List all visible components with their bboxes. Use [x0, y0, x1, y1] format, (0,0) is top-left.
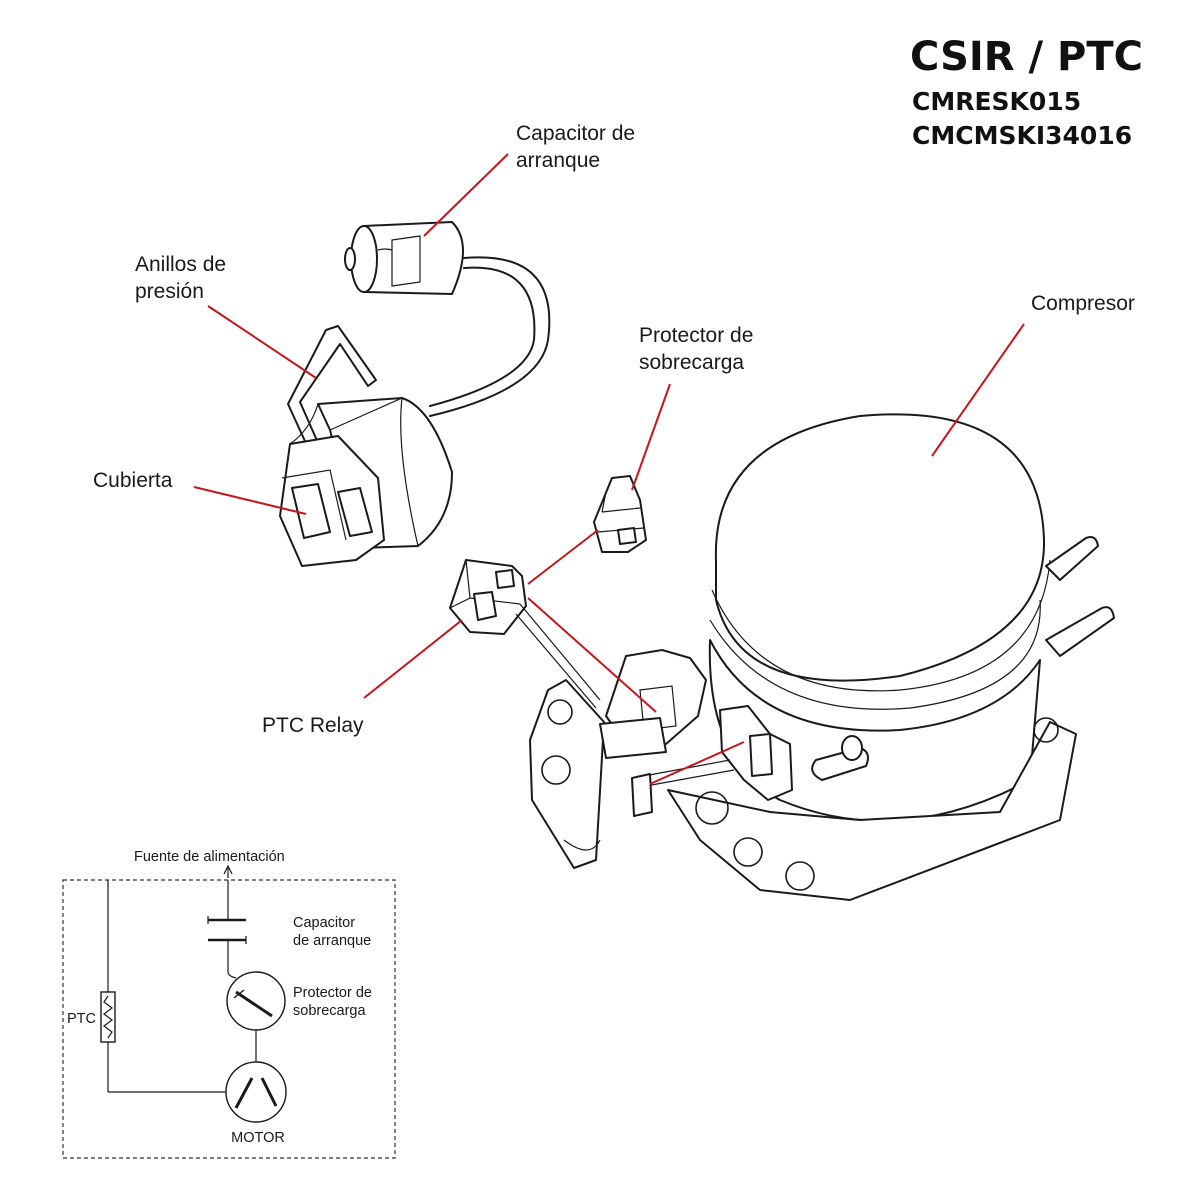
leader-protector-2 — [527, 529, 599, 585]
label-compresor: Compresor — [1031, 292, 1135, 315]
motor-symbol-icon — [225, 1061, 287, 1123]
schematic-motor-label: MOTOR — [231, 1130, 285, 1146]
overload-protector-symbol-icon — [226, 971, 286, 1031]
leader-protector — [631, 383, 671, 491]
schematic-ptc-label: PTC — [67, 1011, 96, 1027]
label-protector-line2: sobrecarga — [639, 351, 744, 374]
ptc-relay-drawing — [449, 559, 601, 709]
schematic-frame — [62, 879, 396, 1159]
leader-cubierta — [193, 486, 307, 515]
leader-relay-mount — [527, 597, 657, 713]
circuit-schematic: Fuente de alimentación Capacitor de arra… — [62, 849, 396, 1159]
title-model-2: CMCMSKI34016 — [912, 121, 1132, 150]
leader-capacitor — [423, 153, 509, 237]
label-capacitor-line2: arranque — [516, 149, 600, 172]
pressure-ring-drawing — [287, 325, 377, 475]
ptc-resistor-symbol-icon — [100, 991, 116, 1043]
label-anillos-line2: presión — [135, 280, 204, 303]
label-ptc-relay: PTC Relay — [262, 714, 364, 737]
compressor-drawing — [529, 413, 1115, 901]
schematic-power-label: Fuente de alimentación — [134, 849, 285, 865]
schematic-protector-line1: Protector de — [293, 985, 372, 1001]
label-anillos-line1: Anillos de — [135, 253, 226, 276]
cover-drawing — [279, 397, 453, 567]
overload-protector-drawing — [593, 475, 647, 553]
power-arrow-icon — [223, 864, 233, 878]
leader-lines — [193, 153, 1025, 785]
leader-ptc-relay — [363, 619, 463, 699]
start-capacitor-drawing — [344, 221, 551, 417]
schematic-capacitor-line2: de arranque — [293, 933, 371, 949]
leader-compresor — [931, 323, 1025, 457]
title-model-1: CMRESK015 — [912, 87, 1081, 116]
schematic-capacitor-line1: Capacitor — [293, 915, 355, 931]
leader-anillos — [207, 305, 317, 379]
label-protector-line1: Protector de — [639, 324, 753, 347]
leader-protector-mount — [649, 741, 745, 785]
capacitor-symbol-icon — [207, 916, 247, 944]
label-capacitor-line1: Capacitor de — [516, 122, 635, 145]
title-main: CSIR / PTC — [910, 34, 1143, 80]
label-cubierta: Cubierta — [93, 469, 173, 492]
schematic-protector-line2: sobrecarga — [293, 1003, 366, 1019]
